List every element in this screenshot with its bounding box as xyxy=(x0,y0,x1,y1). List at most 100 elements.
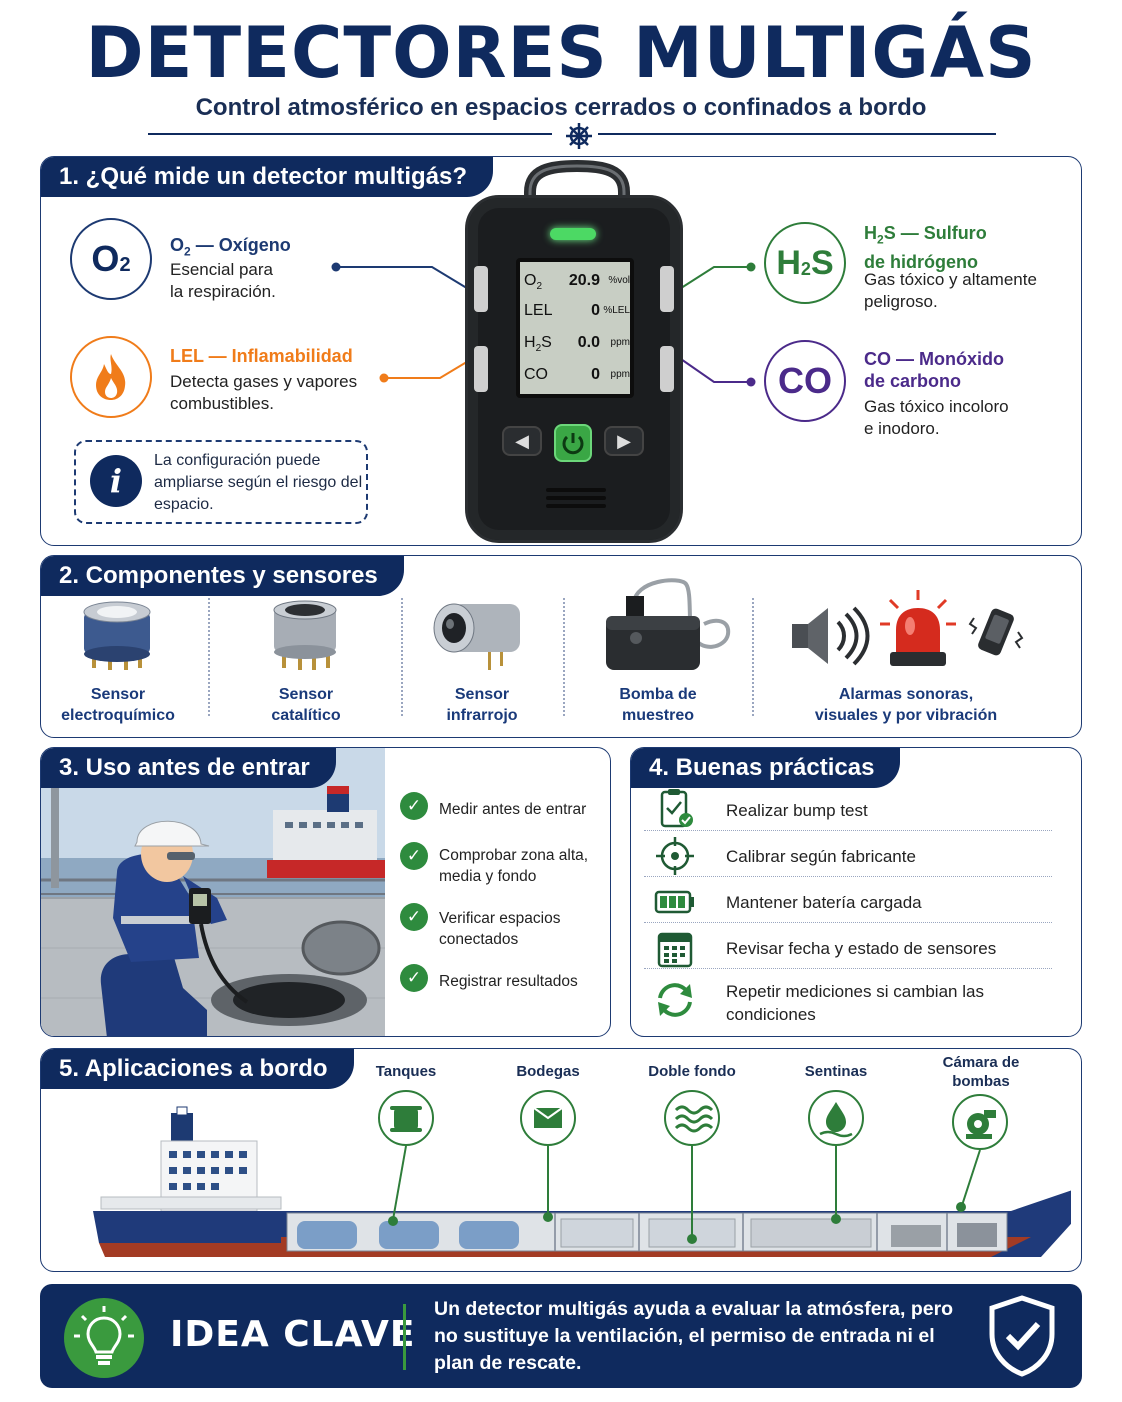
screen-row-co: CO 0 ppm xyxy=(524,366,630,383)
key-idea-label: IDEA CLAVE xyxy=(170,1314,416,1355)
battery-icon xyxy=(654,890,694,914)
section-title: 1. ¿Qué mide un detector multigás? xyxy=(41,157,494,197)
application-label: Bodegas xyxy=(516,1063,580,1080)
section-good-practices: 4. Buenas prácticas xyxy=(630,747,1082,1037)
hold-icon xyxy=(520,1090,576,1146)
beacon-light-icon xyxy=(880,590,956,666)
application-label: Doble fondo xyxy=(648,1063,736,1080)
check-icon: ✓ xyxy=(400,842,428,870)
key-idea-banner: IDEA CLAVE Un detector multigás ayuda a … xyxy=(40,1284,1082,1388)
leader-dot xyxy=(388,1216,398,1226)
check-icon: ✓ xyxy=(400,792,428,820)
divider xyxy=(208,598,210,716)
divider xyxy=(644,922,1052,923)
gas-name-lel: LEL — Inflamabilidad xyxy=(170,346,353,366)
leader-dot xyxy=(543,1212,553,1222)
drop-icon xyxy=(808,1090,864,1146)
side-button xyxy=(660,266,674,312)
gas-name-oxygen: O2 — Oxígeno xyxy=(170,235,291,259)
shield-check-icon xyxy=(989,1295,1055,1377)
title-divider-right xyxy=(598,133,996,135)
calendar-icon xyxy=(657,932,693,968)
gas-name-h2s: H2S — Sulfuro de hidrógeno xyxy=(864,223,987,272)
side-button xyxy=(660,346,674,392)
practice-item: Revisar fecha y estado de sensores xyxy=(726,939,997,958)
divider xyxy=(644,830,1052,831)
leader-line xyxy=(547,1146,549,1212)
practice-item: Calibrar según fabricante xyxy=(726,847,916,866)
pump-icon xyxy=(952,1094,1008,1150)
detector-screen: O2 20.9 %vol LEL 0 %LEL H2S 0.0 ppm CO 0… xyxy=(516,258,634,398)
component-label: Alarmas sonoras,visuales y por vibración xyxy=(814,686,998,724)
worker-illustration xyxy=(41,748,385,1036)
catalytic-sensor-icon xyxy=(273,600,337,670)
section-title: 4. Buenas prácticas xyxy=(631,748,901,788)
checklist-item: Verificar espacios conectados xyxy=(439,910,561,948)
leader-line xyxy=(835,1146,837,1218)
leader-dot xyxy=(831,1214,841,1224)
divider xyxy=(401,598,403,716)
section-title: 3. Uso antes de entrar xyxy=(41,748,336,788)
refresh-icon xyxy=(658,983,692,1017)
info-text: La configuración puede ampliarse según e… xyxy=(154,452,363,513)
screen-row-h2s: H2S 0.0 ppm xyxy=(524,334,630,355)
divider xyxy=(644,876,1052,877)
side-button xyxy=(474,346,488,392)
checklist-item: Comprobar zona alta, media y fondo xyxy=(439,847,589,885)
side-button xyxy=(474,266,488,312)
multigas-detector: O2 20.9 %vol LEL 0 %LEL H2S 0.0 ppm CO 0… xyxy=(465,195,683,543)
application-label: Sentinas xyxy=(804,1063,868,1080)
gas-name-co: CO — Monóxido de carbono xyxy=(864,349,1004,391)
leader-dot xyxy=(687,1234,697,1244)
check-icon: ✓ xyxy=(400,903,428,931)
electrochemical-sensor-icon xyxy=(83,601,151,670)
screen-row-o2: O2 20.9 %vol xyxy=(524,272,630,293)
checklist-item: Registrar resultados xyxy=(439,973,578,990)
application-label: Cámara de bombas xyxy=(942,1054,1020,1090)
practice-item: Mantener batería cargada xyxy=(726,893,922,912)
practice-item: Realizar bump test xyxy=(726,801,868,820)
flame-icon xyxy=(70,336,152,418)
speaker-icon xyxy=(792,606,870,666)
detector-handle xyxy=(524,160,630,218)
infrared-sensor-icon xyxy=(433,603,520,670)
screen-row-lel: LEL 0 %LEL xyxy=(524,302,630,319)
leader-dot xyxy=(956,1202,966,1212)
vibration-icon xyxy=(968,608,1024,656)
section-title: 2. Componentes y sensores xyxy=(41,556,404,596)
section-before-entry: 3. Uso antes de entrar xyxy=(40,747,611,1037)
divider xyxy=(644,968,1052,969)
info-icon: i xyxy=(90,455,142,507)
page-subtitle: Control atmosférico en espacios cerrados… xyxy=(195,94,927,121)
right-arrow-button[interactable]: ▶ xyxy=(604,426,644,456)
co-icon: CO xyxy=(764,340,846,422)
power-button[interactable] xyxy=(554,424,592,462)
page-title: DETECTORES MULTIGÁS xyxy=(85,12,1037,94)
info-note: i La configuración puede ampliarse según… xyxy=(74,440,368,524)
practice-item: Repetir mediciones si cambian las condic… xyxy=(726,982,984,1024)
clipboard-check-icon xyxy=(660,789,693,828)
key-idea-text: Un detector multigás ayuda a evaluar la … xyxy=(434,1298,954,1374)
checklist-item: Medir antes de entrar xyxy=(439,801,587,818)
crosshair-icon xyxy=(656,837,694,875)
section-applications: 5. Aplicaciones a bordo xyxy=(40,1048,1082,1272)
check-icon: ✓ xyxy=(400,964,428,992)
ship-cutaway-illustration xyxy=(93,1106,1071,1257)
sampling-pump-icon xyxy=(606,578,731,670)
lightbulb-icon xyxy=(64,1298,144,1378)
speaker-grille xyxy=(546,488,606,512)
section-title: 5. Aplicaciones a bordo xyxy=(41,1049,354,1089)
status-led xyxy=(550,228,596,240)
ship-wheel-icon xyxy=(566,123,592,149)
left-arrow-button[interactable]: ◀ xyxy=(502,426,542,456)
title-divider-left xyxy=(148,133,552,135)
